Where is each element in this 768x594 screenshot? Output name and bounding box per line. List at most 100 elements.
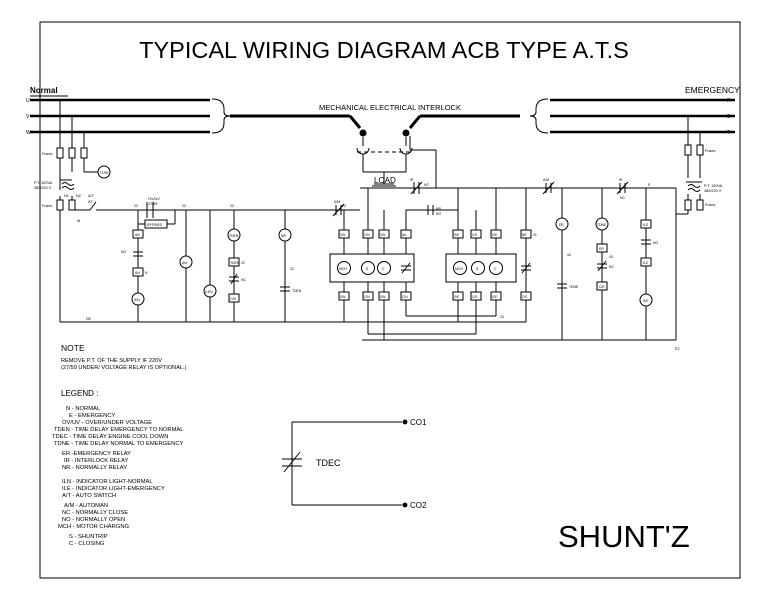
return-buses: N0 E2	[60, 214, 680, 351]
svg-text:NR: NR	[436, 207, 441, 211]
svg-text:NO: NO	[436, 212, 441, 216]
svg-text:S/E: S/E	[454, 233, 459, 237]
svg-text:N: N	[145, 271, 148, 275]
svg-text:Fuses: Fuses	[42, 152, 52, 156]
svg-text:C/N: C/N	[230, 297, 236, 301]
svg-text:23: 23	[230, 204, 234, 208]
svg-text:AN: AN	[135, 271, 140, 275]
emergency-feed-wiring	[675, 116, 704, 215]
svg-text:S: S	[727, 114, 731, 120]
svg-text:43: 43	[567, 253, 571, 257]
svg-text:NC: NC	[424, 183, 429, 187]
svg-text:P.T. 100VA: P.T. 100VA	[704, 184, 723, 188]
branch-ile: ILE NO ILE S/E	[639, 188, 658, 340]
svg-text:T: T	[727, 130, 730, 136]
svg-text:NC: NC	[609, 265, 614, 269]
svg-text:AN: AN	[135, 233, 140, 237]
svg-text:TDEN: TDEN	[292, 289, 302, 293]
legend-item: E - EMERGENCY	[69, 413, 116, 419]
main-breakers	[356, 137, 413, 185]
legend-item: A/M - AUTOMAN	[64, 503, 108, 509]
svg-text:23: 23	[342, 204, 346, 208]
svg-text:IR: IR	[410, 178, 414, 182]
tdec-label: TDEC	[316, 458, 341, 468]
branch-normal-indicator: AN NO AN N S/N 22	[121, 204, 148, 322]
legend-item: TDNE - TIME DELAY NORMAL TO EMERGENCY	[54, 441, 184, 447]
legend-item: MCH - MOTOR CHARGNG	[58, 524, 130, 530]
svg-text:M: M	[77, 219, 80, 223]
emergency-bus-bracket	[529, 98, 549, 134]
branch-er: ER 43 TDNE	[555, 188, 579, 340]
normal-feed-wiring: 27/59	[56, 100, 130, 322]
svg-text:24: 24	[533, 233, 537, 237]
svg-text:380/220 V: 380/220 V	[704, 189, 722, 193]
svg-text:C: C	[494, 267, 497, 271]
normal-bus-bracket	[211, 98, 231, 134]
tdec-detail	[282, 419, 408, 508]
svg-text:W: W	[26, 130, 31, 136]
branch-nr: NR 22 TDEN	[278, 210, 302, 322]
emergency-feed-labels: Fuses P.T. 100VA 380/220 V Fuses	[704, 149, 723, 207]
legend-item: TDEN - TIME DELAY EMERGENCY TO NORMAL	[54, 427, 184, 433]
svg-text:22: 22	[134, 204, 138, 208]
legend-item: ILE - INDICATOR LIGHT-EMERGENCY	[62, 486, 165, 492]
svg-text:OV/UV: OV/UV	[148, 197, 160, 201]
legend-item: ER -EMERGENCY RELAY	[62, 451, 131, 457]
note-line-2: (27/59 UNDER/ VOLTAGE RELAY IS OPTIONAL.…	[61, 365, 187, 371]
branch-indicator-3: ILEN	[203, 210, 217, 322]
svg-text:S/E: S/E	[492, 295, 497, 299]
svg-text:C/E: C/E	[472, 233, 477, 237]
svg-text:N1: N1	[64, 194, 69, 198]
svg-text:22: 22	[290, 267, 294, 271]
svg-text:TDNE: TDNE	[597, 223, 607, 227]
svg-text:ER: ER	[599, 247, 604, 251]
svg-text:A/M: A/M	[543, 178, 549, 182]
svg-text:C/N: C/N	[364, 295, 370, 299]
svg-text:S: S	[476, 267, 479, 271]
svg-text:AN: AN	[402, 233, 407, 237]
svg-text:ILEN: ILEN	[205, 290, 213, 294]
breaker-group-normal: S/N C/N S/N AN MCH S C S/N C/N S/N C/N 2…	[329, 188, 415, 322]
svg-text:NO: NO	[121, 250, 126, 254]
svg-text:27/59: 27/59	[100, 171, 109, 175]
svg-text:AN: AN	[182, 261, 187, 265]
legend-item: NR - NORMALLY RELAY	[62, 465, 127, 471]
svg-text:N0: N0	[86, 317, 91, 321]
normal-phase-lines: U V W	[26, 98, 210, 136]
svg-text:ER: ER	[559, 223, 564, 227]
svg-text:S/E: S/E	[643, 299, 649, 303]
svg-text:TDEN: TDEN	[229, 234, 239, 238]
svg-text:S/N: S/N	[134, 298, 140, 302]
normal-feed-labels: Fuses P.T. 100VA 380/220 V Fuses N1 N2 A…	[34, 152, 95, 223]
legend-item: IR - INTERLOCK RELAY	[64, 458, 128, 464]
svg-text:TDEN: TDEN	[230, 261, 240, 265]
drawing-frame	[39, 21, 741, 579]
legend-item: ILN - INDICATOR LIGHT-NORMAL	[62, 479, 153, 485]
svg-text:22: 22	[241, 261, 245, 265]
svg-text:23: 23	[182, 204, 186, 208]
legend-item: A/T - AUTO SWITCH	[62, 493, 116, 499]
breaker-group-emergency: S/E C/E S/E NR 24 MCH S C S/E C/E S/E C/…	[445, 188, 537, 322]
interlock-contact-right: IR NC	[616, 178, 629, 200]
svg-text:IR: IR	[619, 178, 623, 182]
svg-text:C: C	[382, 267, 385, 271]
emergency-phase-lines: R S T	[550, 98, 735, 136]
svg-text:NO: NO	[653, 241, 658, 245]
load-label: LOAD	[374, 176, 396, 185]
note-title: NOTE	[61, 343, 85, 353]
automan-contact-normal: A/M	[332, 200, 345, 217]
interlock-label: MECHANICAL ELECTRICAL INTERLOCK	[319, 103, 461, 112]
svg-text:TDNE: TDNE	[569, 285, 579, 289]
svg-text:A/M: A/M	[334, 200, 340, 204]
legend-item: N - NORMAL	[66, 406, 101, 412]
svg-text:U: U	[26, 98, 30, 104]
svg-text:S/E: S/E	[492, 233, 497, 237]
emergency-source-label: EMERGENCY	[685, 85, 740, 95]
svg-text:NR: NR	[281, 234, 286, 238]
svg-text:43: 43	[609, 255, 613, 259]
svg-text:A/T: A/T	[88, 194, 95, 198]
ovuv-bypass-block: OV/UV 27/59 BYPASS	[137, 197, 176, 229]
